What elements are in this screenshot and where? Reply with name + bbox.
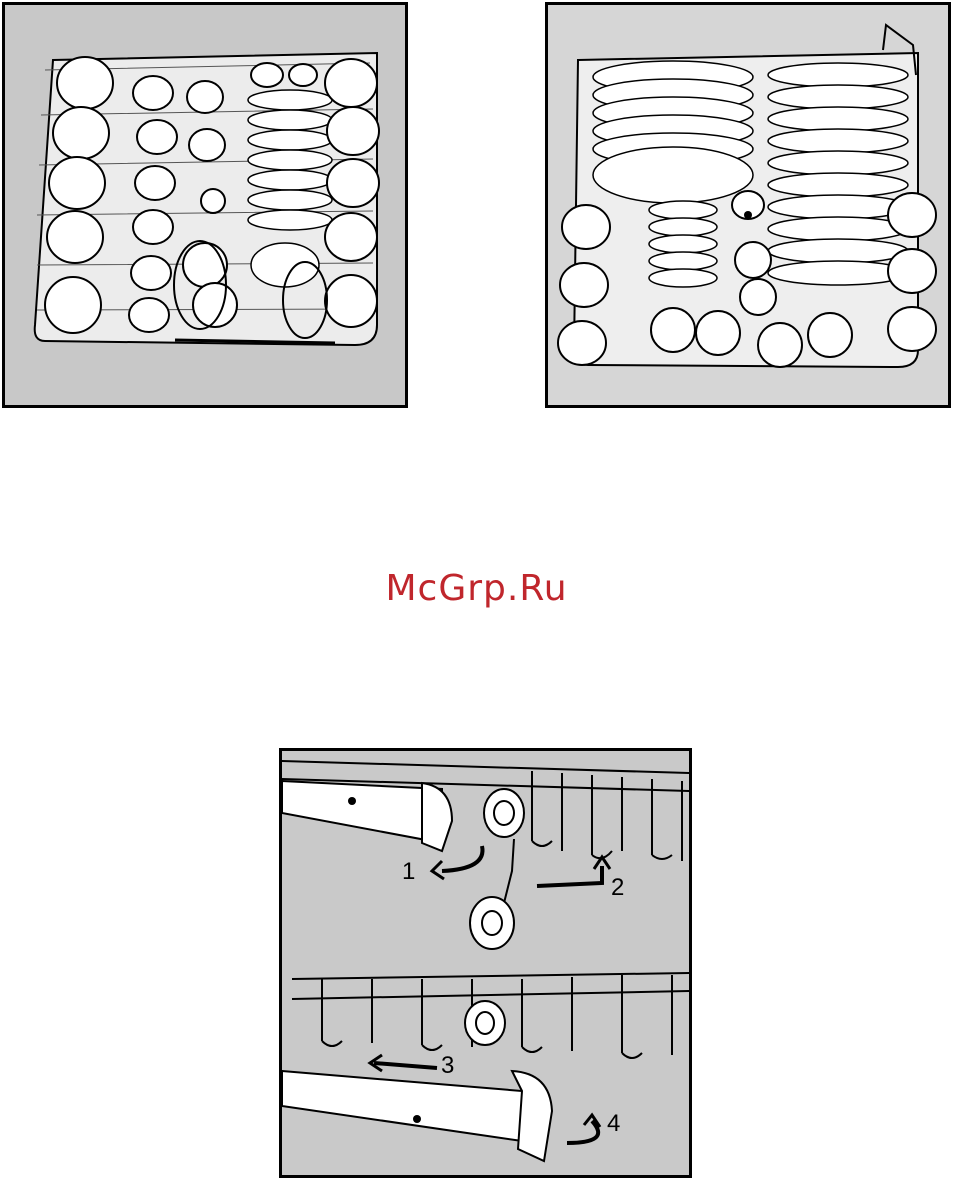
slide-arrow-icon — [370, 1055, 437, 1071]
lift-arrow-icon — [537, 857, 610, 886]
lower-rail — [282, 1071, 552, 1161]
cups-right-rack — [888, 193, 936, 351]
cups-left-rack — [558, 205, 610, 365]
upper-basket-illustration — [2, 2, 408, 408]
rail-removal-drawing — [282, 751, 689, 1175]
step-label-3: 3 — [441, 1054, 454, 1078]
lower-basket-illustration — [545, 2, 951, 408]
rotate-arrow-icon — [567, 1115, 600, 1143]
egg-cup — [732, 191, 764, 219]
watermark-text: McGrp.Ru — [0, 568, 953, 609]
rack-wheel-detached — [470, 897, 514, 949]
upper-rail — [282, 781, 452, 851]
upper-basket-drawing — [5, 5, 405, 405]
step-label-4: 4 — [607, 1112, 620, 1136]
lower-basket-drawing — [548, 5, 948, 405]
cups-right-column — [325, 59, 379, 327]
step-label-2: 2 — [611, 876, 624, 900]
rail-end-cap — [422, 783, 452, 851]
large-plate-stack — [593, 61, 753, 203]
rack-wheel-top — [484, 789, 524, 837]
small-bowl-stack — [649, 201, 717, 287]
rack-wheel-lower — [465, 1001, 505, 1045]
step-label-1: 1 — [402, 860, 415, 884]
rail-removal-illustration — [279, 748, 692, 1178]
